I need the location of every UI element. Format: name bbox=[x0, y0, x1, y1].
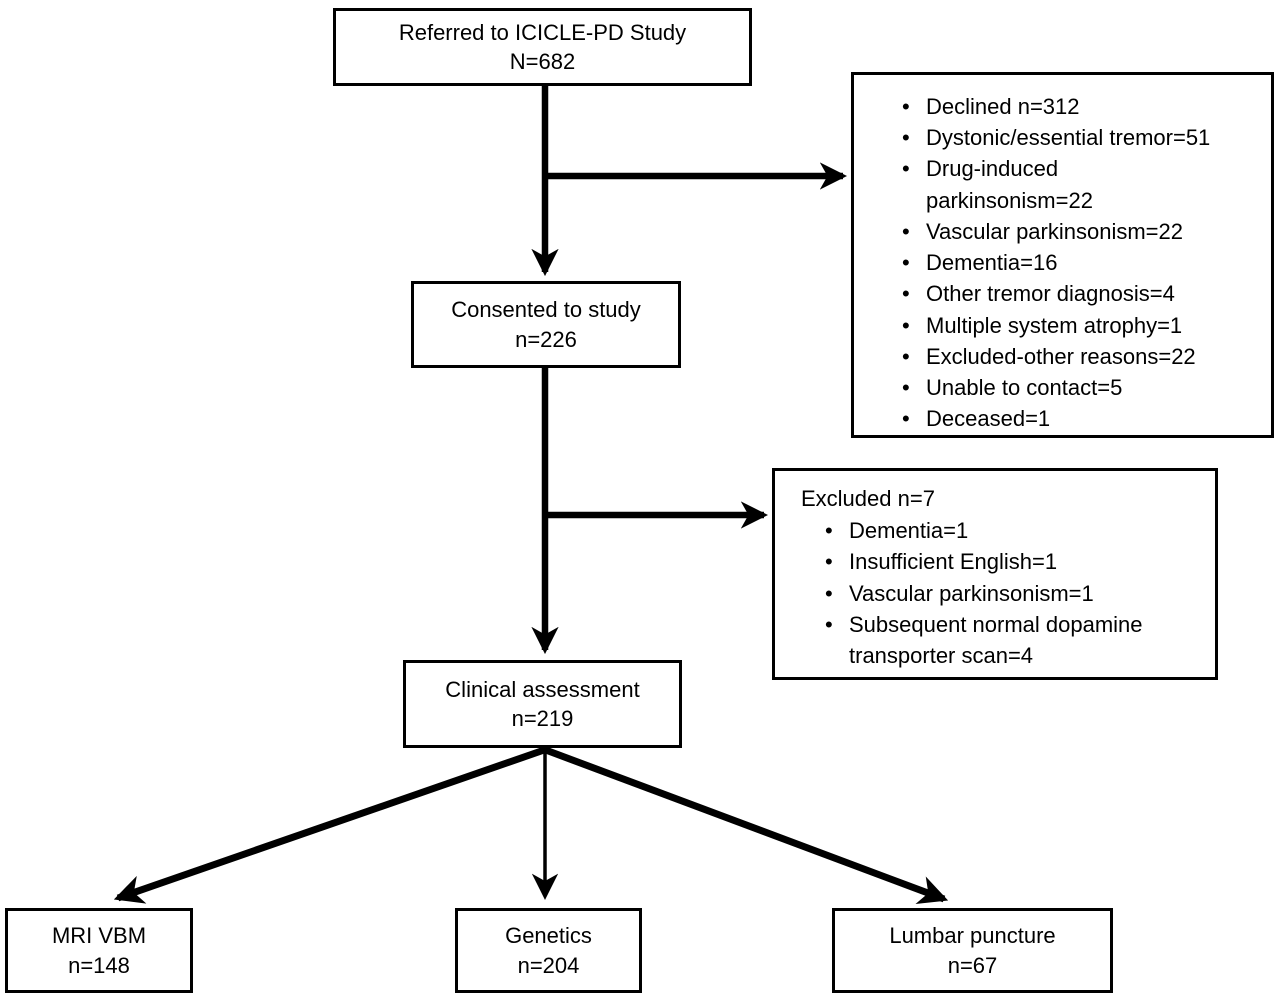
reason-item: Unable to contact=5 bbox=[900, 372, 1263, 403]
node-genetics-count: n=204 bbox=[517, 952, 580, 978]
node-lumbar-label: Lumbar puncture bbox=[889, 923, 1056, 949]
reason-item: Multiple system atrophy=1 bbox=[900, 310, 1263, 341]
node-consented-count: n=226 bbox=[515, 326, 577, 352]
node-mri-count: n=148 bbox=[68, 952, 130, 978]
reason-item: Dementia=16 bbox=[900, 247, 1263, 278]
node-consented: Consented to study n=226 bbox=[411, 281, 681, 368]
excluded-heading: Excluded n=7 bbox=[801, 486, 935, 511]
node-genetics: Genetics n=204 bbox=[455, 908, 642, 993]
reason-item: Vascular parkinsonism=1 bbox=[823, 578, 1207, 609]
reason-item: Excluded-other reasons=22 bbox=[900, 341, 1263, 372]
reason-item: Vascular parkinsonism=22 bbox=[900, 216, 1263, 247]
reason-item: Dementia=1 bbox=[823, 515, 1207, 546]
node-clinical-assessment: Clinical assessment n=219 bbox=[403, 660, 682, 748]
reason-item: Insufficient English=1 bbox=[823, 546, 1207, 577]
arrow-clinical-to-mri bbox=[113, 745, 549, 904]
node-consented-label: Consented to study bbox=[451, 297, 641, 323]
node-referred-label: Referred to ICICLE-PD Study bbox=[398, 19, 687, 45]
reason-item: Dystonic/essential tremor=51 bbox=[900, 122, 1263, 153]
node-excluded: Excluded n=7 Dementia=1Insufficient Engl… bbox=[772, 468, 1218, 680]
node-lumbar-count: n=67 bbox=[947, 952, 998, 978]
node-mri-vbm: MRI VBM n=148 bbox=[5, 908, 193, 993]
arrow-clinical-to-lumbar bbox=[541, 745, 949, 905]
reason-item: Declined n=312 bbox=[900, 91, 1263, 122]
node-not-consented-reasons: Declined n=312Dystonic/essential tremor=… bbox=[851, 72, 1274, 438]
reason-item: Drug-induced parkinsonism=22 bbox=[900, 153, 1263, 215]
node-lumbar-puncture: Lumbar puncture n=67 bbox=[832, 908, 1113, 993]
reason-item: Other tremor diagnosis=4 bbox=[900, 278, 1263, 309]
node-referred-count: N=682 bbox=[509, 49, 576, 74]
node-genetics-label: Genetics bbox=[505, 923, 592, 949]
node-mri-label: MRI VBM bbox=[51, 923, 147, 949]
excluded-reason-list: Dementia=1Insufficient English=1Vascular… bbox=[801, 515, 1207, 671]
not-consented-reason-list: Declined n=312Dystonic/essential tremor=… bbox=[900, 91, 1263, 435]
node-clinical-label: Clinical assessment bbox=[445, 676, 640, 702]
reason-item: Subsequent normal dopamine transporter s… bbox=[823, 609, 1207, 671]
node-clinical-count: n=219 bbox=[511, 706, 574, 731]
node-referred: Referred to ICICLE-PD Study N=682 bbox=[333, 8, 752, 86]
reason-item: Deceased=1 bbox=[900, 403, 1263, 434]
